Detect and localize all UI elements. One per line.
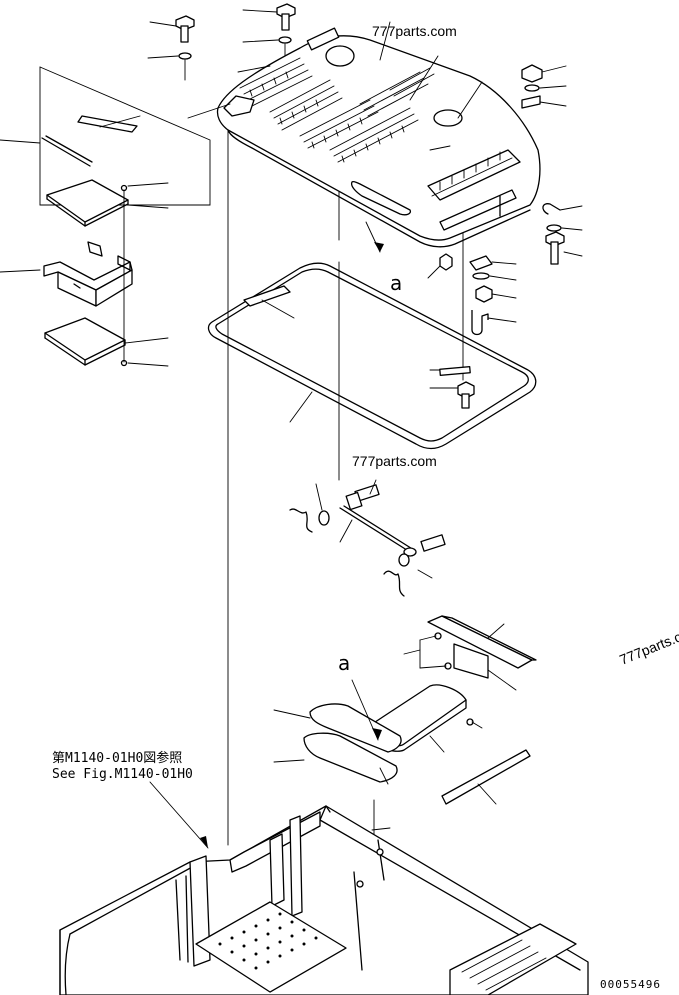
nut — [521, 64, 543, 83]
frame-line — [39, 66, 211, 206]
left-parts-group — [0, 66, 211, 367]
small-plate — [77, 115, 138, 133]
top-hardware — [147, 3, 296, 81]
drawing-code: 00055496 — [600, 978, 661, 991]
upper-pad — [46, 179, 129, 223]
watermark-middle: 777parts.com — [352, 453, 437, 469]
cover-handle — [350, 180, 412, 216]
watermark-right: 777parts.com — [617, 621, 679, 668]
seal-strip — [41, 137, 91, 167]
reference-note-en: See Fig.M1140-01H0 — [52, 767, 193, 782]
callout-a-bottom: a — [338, 651, 350, 675]
lower-pad — [44, 317, 126, 361]
watermark-top: 777parts.com — [372, 23, 457, 39]
bottom-bolt — [429, 366, 475, 409]
cab-frame — [59, 805, 589, 995]
top-cover — [216, 27, 541, 248]
stay-rod — [289, 479, 446, 597]
callout-a-top: a — [390, 271, 402, 295]
right-hardware — [427, 64, 583, 336]
seal-frame — [207, 262, 537, 450]
reference-note-jp: 第M1140-01H0図参照 — [52, 750, 182, 766]
clip — [542, 203, 561, 215]
lower-pads — [273, 615, 537, 805]
